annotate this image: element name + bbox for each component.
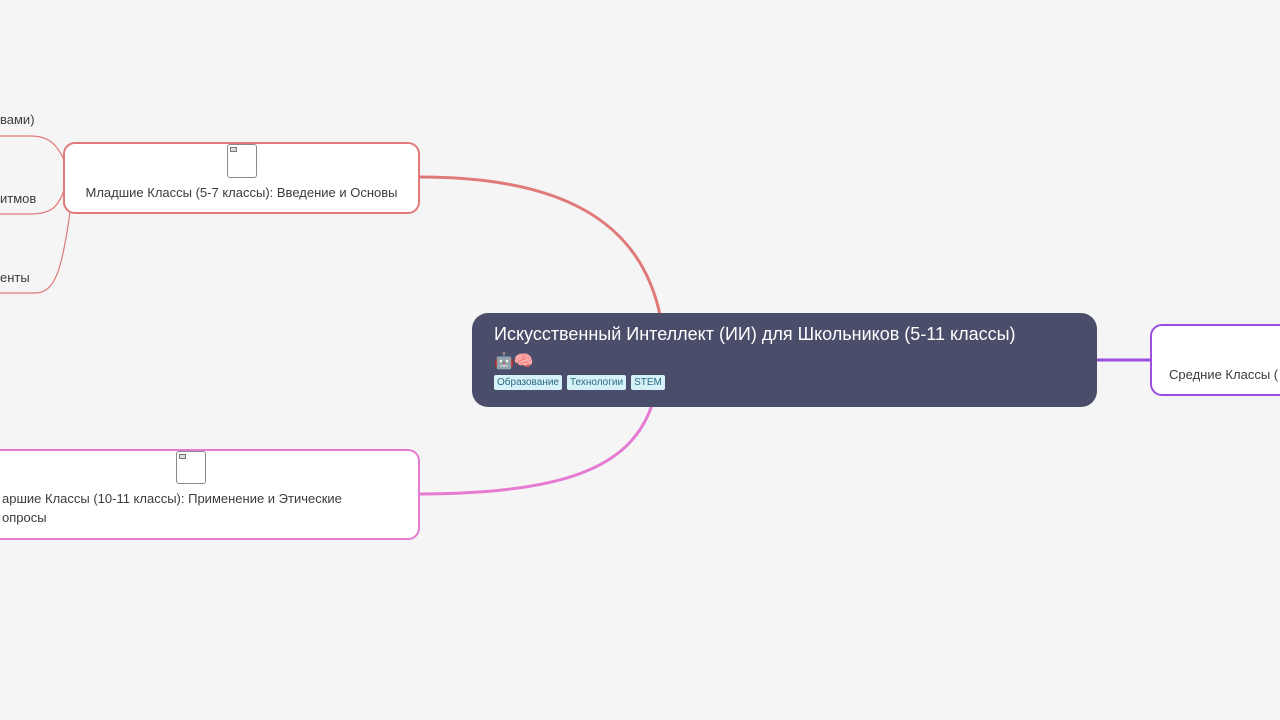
image-icon — [176, 451, 206, 484]
link-leaf-1 — [0, 135, 65, 161]
link-leaf-2 — [0, 189, 65, 215]
leaf-text-1[interactable]: вами) — [0, 112, 35, 127]
leaf-text-2[interactable]: итмов — [0, 191, 37, 206]
image-icon — [226, 144, 257, 178]
central-topic[interactable]: Искусственный Интеллект (ИИ) для Школьни… — [472, 313, 1097, 407]
tag-list: Образование Технологии STEM — [494, 375, 1077, 390]
tag-education[interactable]: Образование — [494, 375, 562, 390]
leaf-text-3[interactable]: енты — [0, 270, 30, 285]
link-senior — [419, 404, 654, 496]
link-junior — [419, 175, 662, 316]
branch-senior-label: аршие Классы (10-11 классы): Применение … — [2, 491, 342, 525]
branch-middle-label: Средние Классы ( — [1169, 367, 1279, 382]
central-title: Искусственный Интеллект (ИИ) для Школьни… — [494, 324, 1016, 344]
branch-junior-label: Младшие Классы (5-7 классы): Введение и … — [85, 185, 398, 200]
link-leaf-3 — [0, 211, 71, 294]
tag-technology[interactable]: Технологии — [566, 375, 627, 390]
central-emoji-icons: 🤖🧠 — [494, 353, 534, 370]
branch-senior-classes[interactable]: аршие Классы (10-11 классы): Применение … — [0, 449, 420, 540]
branch-middle-classes[interactable]: Средние Классы ( — [1150, 324, 1280, 396]
branch-junior-classes[interactable]: Младшие Классы (5-7 классы): Введение и … — [63, 142, 420, 214]
tag-stem[interactable]: STEM — [631, 375, 665, 390]
